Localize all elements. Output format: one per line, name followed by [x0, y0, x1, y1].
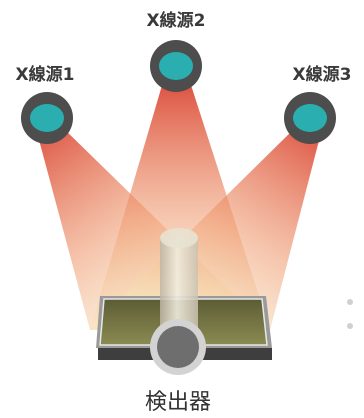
- xray-source-1: [21, 92, 73, 144]
- source-2-core: [159, 52, 193, 80]
- source-1-label: X線源1: [16, 64, 75, 85]
- source-3-core: [293, 104, 327, 132]
- xray-beam-3: [90, 125, 323, 330]
- source-3-label: X線源3: [293, 64, 352, 85]
- decor-dot-2: [347, 323, 353, 329]
- decor-dot-1: [347, 299, 353, 305]
- xray-source-2: [150, 40, 202, 92]
- source-2-label: X線源2: [147, 10, 206, 31]
- source-1-core: [30, 104, 64, 132]
- sample-column: [150, 228, 206, 375]
- detector-label: 検出器: [145, 390, 211, 415]
- xray-source-3: [284, 92, 336, 144]
